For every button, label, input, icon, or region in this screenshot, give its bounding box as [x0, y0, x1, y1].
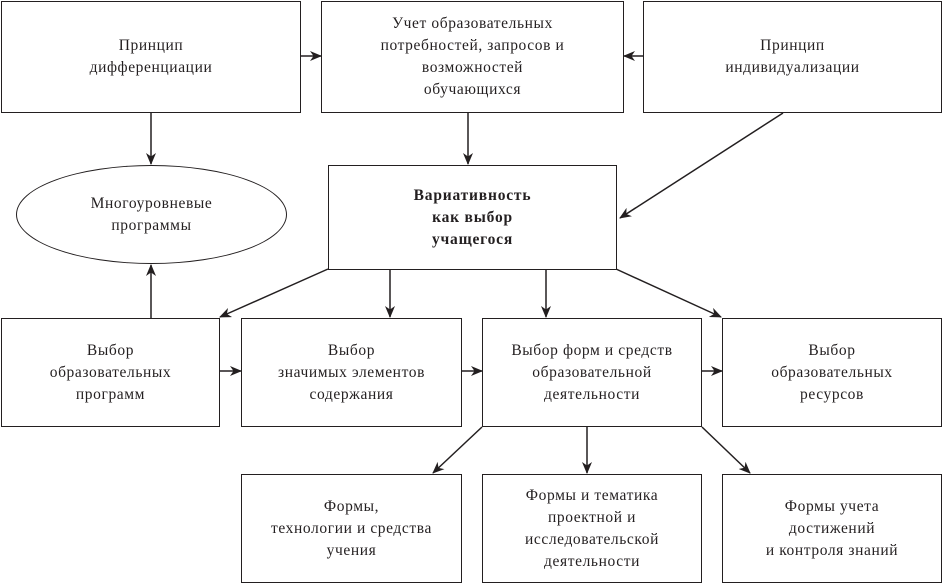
- node-choice-resources: Выбор образовательных ресурсов: [722, 318, 942, 427]
- node-label: Формы, технологии и средства учения: [271, 497, 432, 559]
- node-label: Принцип дифференциации: [89, 37, 213, 76]
- node-label: Выбор образовательных ресурсов: [771, 341, 893, 403]
- node-choice-programs: Выбор образовательных программ: [1, 318, 220, 427]
- node-label: Выбор форм и средств образовательной дея…: [511, 341, 673, 403]
- node-label: Формы и тематика проектной и исследовате…: [524, 486, 660, 570]
- node-variativity: Вариативность как выбор учащегося: [328, 165, 617, 270]
- node-choice-forms: Выбор форм и средств образовательной дея…: [482, 318, 702, 427]
- node-label: Выбор значимых элементов содержания: [277, 341, 426, 403]
- node-choice-content: Выбор значимых элементов содержания: [241, 318, 462, 427]
- node-label: Многоуровневые программы: [90, 194, 213, 234]
- node-multilevel-programs: Многоуровневые программы: [16, 165, 287, 264]
- node-forms-assessment: Формы учета достижений и контроля знаний: [722, 474, 942, 583]
- node-label: Учет образовательных потребностей, запро…: [380, 15, 565, 98]
- arrow-choice-forms-to-forms-assessment: [701, 426, 751, 474]
- node-forms-technologies: Формы, технологии и средства учения: [241, 474, 462, 583]
- arrow-variativity-to-choice-resources: [615, 268, 722, 318]
- node-label: Формы учета достижений и контроля знаний: [765, 497, 899, 559]
- arrow-choice-forms-to-forms-tech: [432, 426, 483, 474]
- node-label: Вариативность как выбор учащегося: [413, 186, 532, 248]
- node-principle-differentiation: Принцип дифференциации: [1, 1, 301, 113]
- node-forms-project: Формы и тематика проектной и исследовате…: [482, 474, 702, 583]
- arrow-variativity-to-choice-programs: [219, 268, 329, 318]
- node-accounting-needs: Учет образовательных потребностей, запро…: [321, 1, 624, 113]
- node-label: Принцип индивидуализации: [725, 37, 860, 76]
- node-label: Выбор образовательных программ: [49, 341, 172, 403]
- node-principle-individualization: Принцип индивидуализации: [643, 1, 942, 113]
- arrow-principle-ind-to-variativity: [619, 112, 784, 219]
